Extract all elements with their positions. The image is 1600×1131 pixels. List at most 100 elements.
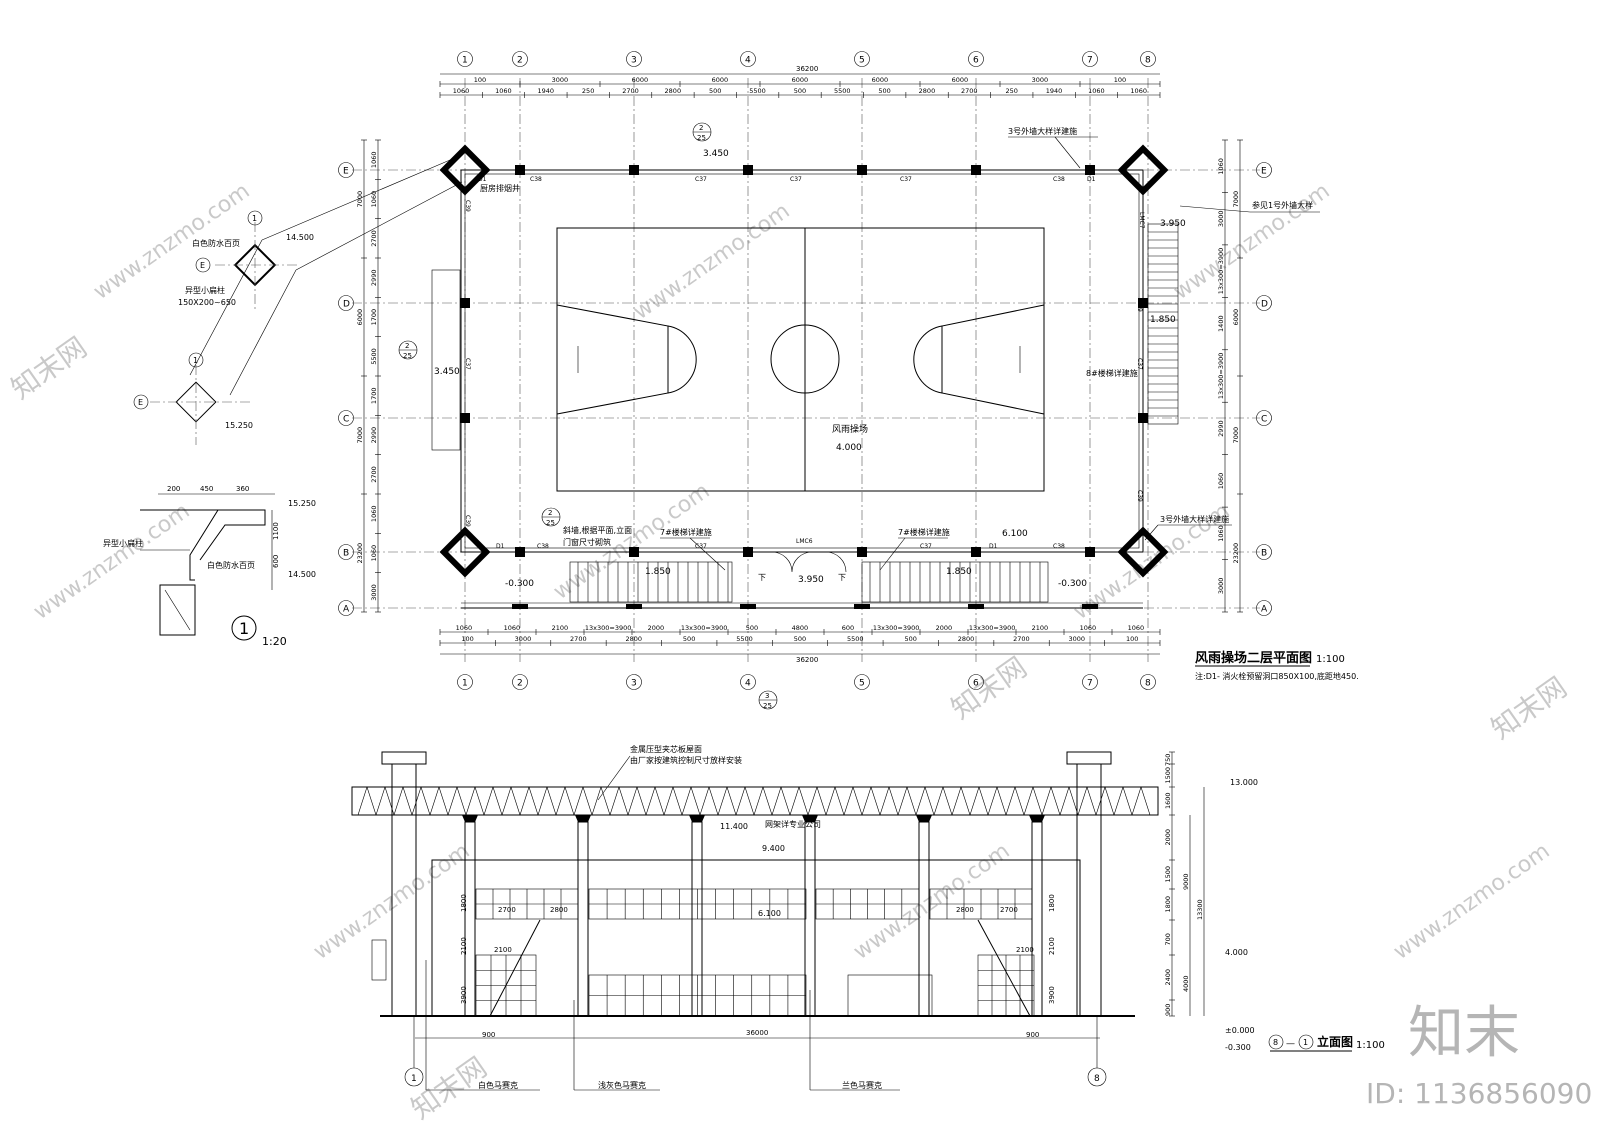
elevation-dim: 2000 <box>1164 829 1172 846</box>
structural-columns <box>460 165 1148 609</box>
grid-bubble: 4 <box>740 51 756 67</box>
stair-7-right <box>861 561 1049 603</box>
column-label: C38 <box>530 176 542 183</box>
grid-bubble: 1 <box>457 674 473 690</box>
dim-text: 100 <box>474 76 486 84</box>
roof-note: 由厂家按建筑控制尺寸放样安装 <box>630 755 742 765</box>
level-text: 1.850 <box>645 567 671 577</box>
section-marker: 2 25 <box>692 122 712 142</box>
column <box>1082 604 1098 609</box>
elevation-dim: 900 <box>1164 1004 1172 1016</box>
column <box>1085 547 1095 557</box>
dim-text: 500 <box>794 87 806 95</box>
elevation-dim: 2700 <box>1000 906 1018 914</box>
dim-text: 500 <box>878 87 890 95</box>
column <box>857 165 867 175</box>
svg-text:2: 2 <box>699 124 703 132</box>
level-text: 4.000 <box>836 443 862 453</box>
door-label: LMC7 <box>1138 212 1145 229</box>
truss-note: 网架详专业公司 <box>765 819 821 829</box>
detail-1: 1 E 白色防水百页 14.500 异型小扁柱 150X200~650 1 E … <box>103 210 316 648</box>
annotation: 7#楼梯详建施 <box>660 527 712 537</box>
watermark-text: www.znzmo.com <box>29 499 194 625</box>
level-text: 14.500 <box>286 233 314 242</box>
dim-text: 1060 <box>1217 525 1225 542</box>
annotation: 斜墙,根据平面,立面 <box>563 525 632 535</box>
door-label: D1 <box>496 543 505 550</box>
column-label: C37 <box>695 176 707 183</box>
basketball-court <box>556 227 1045 492</box>
grid-label: 5 <box>859 679 865 689</box>
elevation-dim: 1800 <box>1164 896 1172 913</box>
grid-bubble: D <box>338 295 354 311</box>
dim-text: 1940 <box>537 87 554 95</box>
elevation-dim: 1500 <box>1164 767 1172 784</box>
grid-label: B <box>1261 549 1267 559</box>
dim-text: 7000 <box>1232 427 1240 444</box>
dim-text: 6000 <box>712 76 729 84</box>
grid-label: 3 <box>631 56 637 66</box>
pier <box>577 821 589 1017</box>
id-watermark: ID: 1136856090 <box>1366 1077 1592 1110</box>
dim-text: 3000 <box>1217 578 1225 595</box>
left-free-throw-arc <box>667 325 697 394</box>
elevation-dim: 1500 <box>1164 866 1172 883</box>
grid-bubble: 8 <box>1140 674 1156 690</box>
dim-text: 2700 <box>1013 635 1030 643</box>
dim-text: 2700 <box>570 635 587 643</box>
left-key <box>556 304 669 415</box>
level-text: 9.400 <box>762 844 785 853</box>
dim-text: 2700 <box>370 230 378 247</box>
dim-text: 5500 <box>736 635 753 643</box>
svg-text:450: 450 <box>200 485 213 493</box>
watermark-brand: 知末网 <box>945 651 1033 726</box>
door-label: D1 <box>989 543 998 550</box>
grid-bubble: 4 <box>740 674 756 690</box>
grid-label: E <box>1261 167 1267 177</box>
annotation: 3号外墙大样详建施 <box>1008 126 1077 136</box>
dim-text: 2800 <box>919 87 936 95</box>
dim-text: 500 <box>709 87 721 95</box>
level-text: -0.300 <box>1225 1043 1251 1052</box>
svg-text:1100: 1100 <box>272 522 280 540</box>
dim-text: 2990 <box>370 270 378 287</box>
svg-text:25: 25 <box>403 352 412 360</box>
door-label: D1 <box>478 176 487 183</box>
column <box>1085 165 1095 175</box>
elevation-dim: 4000 <box>1182 975 1190 992</box>
dim-text: 500 <box>794 635 806 643</box>
louver-label: 白色防水百页 <box>192 238 240 248</box>
detail-leaders <box>189 159 463 396</box>
level-text: 13.000 <box>1230 778 1258 787</box>
elevation-dim: 2100 <box>1016 946 1034 954</box>
dim-text: 1060 <box>370 545 378 562</box>
grid-label: D <box>1261 300 1268 310</box>
elevation-title: 立面图 <box>1317 1034 1353 1049</box>
column <box>971 547 981 557</box>
dim-text: 3000 <box>370 584 378 601</box>
dim-text: 13x300=3900 <box>681 624 728 632</box>
grid-label: B <box>343 549 349 559</box>
watermark-layer: www.znzmo.com www.znzmo.com www.znzmo.co… <box>5 179 1592 1126</box>
grid-bubble: 2 <box>512 51 528 67</box>
level-text: 3.950 <box>798 575 824 585</box>
column-label: 异型小扁柱 <box>103 538 143 548</box>
elevation-dim: 900 <box>1026 1031 1039 1039</box>
grid-label: A <box>343 605 350 615</box>
elevation: 金属压型夹芯板屋面 由厂家按建筑控制尺寸放样安装 网架详专业公司 11.400 … <box>351 744 1385 1091</box>
grid-label: C <box>343 415 349 425</box>
elevation-dim: 2700 <box>498 906 516 914</box>
svg-text:25: 25 <box>763 702 772 710</box>
grid-label: 7 <box>1087 679 1093 689</box>
grid-bubble: 8 <box>1140 51 1156 67</box>
dim-text: 6000 <box>952 76 969 84</box>
grid-bubble: 7 <box>1082 674 1098 690</box>
dim-text: 1060 <box>370 191 378 208</box>
corner-columns <box>439 144 1169 578</box>
entry-doors <box>771 551 847 573</box>
annotation: 门窗尺寸砌筑 <box>563 537 611 547</box>
elevation-dim: 9000 <box>1182 873 1190 890</box>
grid-label: 3 <box>631 679 637 689</box>
roof-note: 金属压型夹芯板屋面 <box>630 744 702 754</box>
